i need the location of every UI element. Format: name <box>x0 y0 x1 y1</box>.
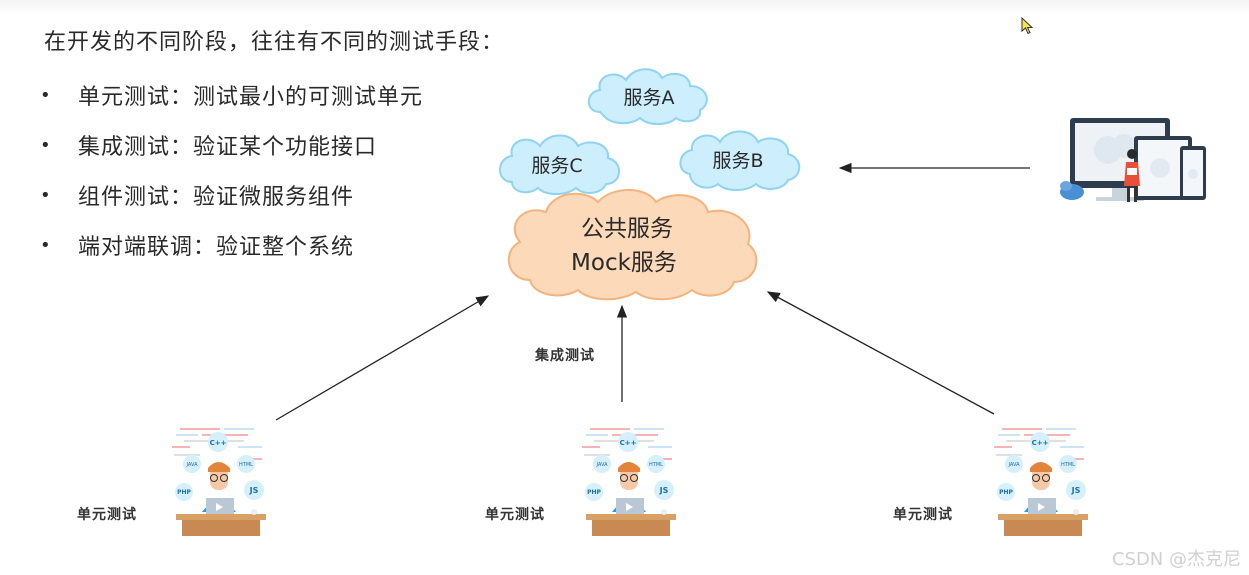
service-b-label: 服务B <box>712 150 763 172</box>
badge-html: HTML <box>649 462 663 468</box>
badge-cpp: C++ <box>620 439 637 447</box>
badge-js: JS <box>249 486 259 495</box>
badge-cpp: C++ <box>210 439 227 447</box>
badge-java: JAVA <box>595 462 608 468</box>
arrow-left-to-mock <box>276 296 488 420</box>
client-devices-illustration <box>1060 118 1206 202</box>
cloud-shape <box>509 190 757 299</box>
badge-php: PHP <box>177 489 191 496</box>
badge-java: JAVA <box>185 462 198 468</box>
arrow-right-to-mock <box>768 292 994 414</box>
service-c-label: 服务C <box>531 155 582 177</box>
unit-test-label-left: 单元测试 <box>77 504 137 524</box>
service-a-label: 服务A <box>624 87 675 109</box>
mouse-cursor-icon <box>1021 17 1035 35</box>
badge-html: HTML <box>1061 462 1075 468</box>
badge-cpp: C++ <box>1032 439 1049 447</box>
cloud-public-mock: 公共服务 Mock服务 <box>509 190 757 299</box>
badge-html: HTML <box>239 462 253 468</box>
developer-illustration-center: C++ JAVA HTML PHP JS <box>582 428 676 536</box>
mock-service-label: Mock服务 <box>571 250 677 276</box>
developer-illustration-left: C++ JAVA HTML PHP JS <box>172 428 266 536</box>
developer-illustration-right: C++ JAVA HTML PHP JS <box>994 428 1088 536</box>
badge-js: JS <box>1071 486 1081 495</box>
integration-test-label: 集成测试 <box>535 345 595 365</box>
unit-test-label-center: 单元测试 <box>485 504 545 524</box>
cloud-service-a: 服务A <box>589 69 707 124</box>
badge-js: JS <box>659 486 669 495</box>
badge-php: PHP <box>587 489 601 496</box>
badge-java: JAVA <box>1007 462 1020 468</box>
unit-test-label-right: 单元测试 <box>893 504 953 524</box>
cloud-service-b: 服务B <box>680 132 799 191</box>
cloud-service-c: 服务C <box>500 136 619 195</box>
public-service-label: 公共服务 <box>581 216 673 242</box>
badge-php: PHP <box>999 489 1013 496</box>
watermark: CSDN @杰克尼 <box>1112 545 1241 571</box>
